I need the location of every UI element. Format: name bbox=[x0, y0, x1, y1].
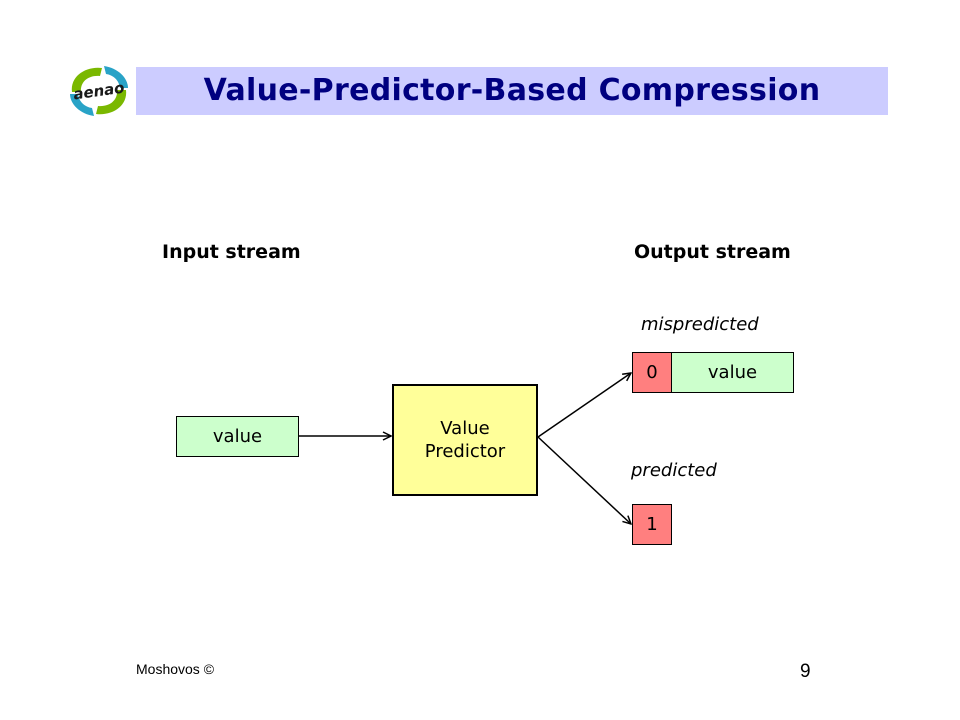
value-predictor-box: Value Predictor bbox=[392, 384, 538, 496]
predicted-label: predicted bbox=[631, 460, 717, 481]
page-number: 9 bbox=[800, 661, 811, 682]
output-stream-heading: Output stream bbox=[634, 241, 791, 263]
predicted-bit-box: 1 bbox=[632, 504, 672, 545]
output-value-box: value bbox=[671, 352, 794, 393]
slide-title: Value-Predictor-Based Compression bbox=[203, 73, 821, 108]
input-value-box: value bbox=[176, 416, 299, 457]
arrow-predictor-to-predicted bbox=[537, 436, 631, 524]
footer-copyright: Moshovos © bbox=[136, 661, 215, 677]
predictor-line-1: Value bbox=[440, 417, 490, 439]
predictor-line-2: Predictor bbox=[424, 441, 506, 462]
title-bar bbox=[136, 67, 888, 115]
mispredicted-label: mispredicted bbox=[641, 314, 759, 335]
aenao-logo-icon: aenao bbox=[70, 66, 128, 116]
arrow-predictor-to-mispredicted bbox=[537, 373, 631, 438]
mispredicted-bit-box: 0 bbox=[632, 352, 672, 393]
input-stream-heading: Input stream bbox=[162, 241, 301, 263]
